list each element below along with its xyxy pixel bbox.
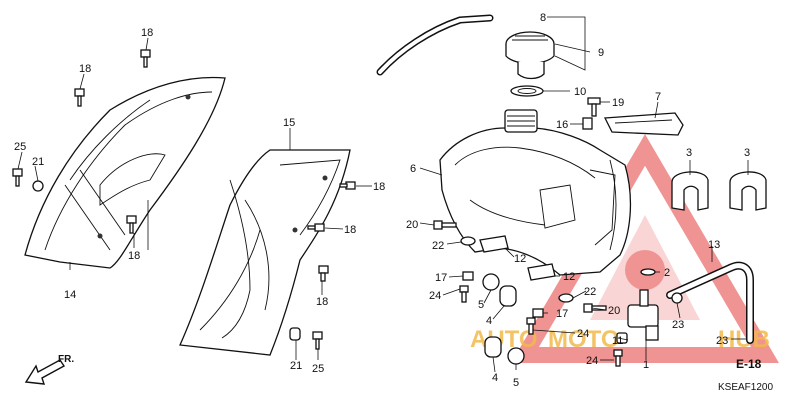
callout-12-b: 12	[563, 271, 575, 283]
bolt-24c-drawing	[613, 349, 623, 367]
bolt-25b-drawing	[312, 331, 323, 350]
collar-17b-drawing	[532, 308, 544, 318]
callout-3-a: 3	[686, 147, 692, 159]
callout-24-b: 24	[577, 328, 589, 340]
front-arrow-label: FR.	[58, 354, 74, 365]
bolt-18a-drawing	[140, 49, 151, 68]
grommet-21a-drawing	[32, 180, 44, 192]
callout-19: 19	[612, 97, 624, 109]
rubber-5a-drawing	[482, 273, 500, 291]
rubber-4a-drawing	[499, 285, 517, 307]
shroud-right-drawing	[179, 149, 351, 356]
diagram-code: KSEAF1200	[718, 382, 773, 393]
clamp-23-drawing	[671, 292, 683, 304]
callout-17-a: 17	[435, 272, 447, 284]
shroud-left-drawing	[24, 76, 226, 269]
callout-5-a: 5	[478, 299, 484, 311]
clip-3b-drawing	[729, 171, 767, 211]
callout-18-c: 18	[128, 250, 140, 262]
washer-11-drawing	[616, 332, 628, 344]
collar-17a-drawing	[462, 271, 474, 281]
fuel-valve-drawing	[627, 289, 659, 341]
breather-hose-drawing	[376, 14, 494, 76]
rubber-4b-drawing	[484, 336, 502, 358]
callout-21-a: 21	[32, 156, 44, 168]
callout-13: 13	[708, 239, 720, 251]
callout-25-b: 25	[312, 363, 324, 375]
watermark-text-hub: HUB	[718, 326, 770, 353]
washer-22b-drawing	[558, 293, 574, 303]
callout-24-c: 24	[586, 355, 598, 367]
fuel-tube-drawing	[666, 261, 754, 344]
stay-12a-drawing	[479, 235, 509, 253]
clip-3a-drawing	[671, 171, 709, 211]
stay-12b-drawing	[527, 263, 556, 281]
fuel-tank-drawing	[439, 109, 632, 276]
cap-seal-inner	[517, 88, 537, 94]
breather-hose-core	[378, 16, 492, 74]
grommet-21b-drawing	[289, 327, 301, 341]
washer-22a-drawing	[460, 236, 476, 246]
callout-18-e: 18	[344, 224, 356, 236]
callout-22-b: 22	[584, 286, 596, 298]
callout-18-d: 18	[373, 181, 385, 193]
leader-lines	[17, 16, 749, 373]
rubber-5b-drawing	[507, 347, 525, 365]
bolt-24a-drawing	[459, 285, 469, 303]
bracket-7-drawing	[603, 112, 684, 136]
watermark-text-moto: MOTO	[548, 326, 620, 353]
callout-20-b: 20	[608, 305, 620, 317]
callout-14: 14	[64, 289, 76, 301]
bolt-25a-drawing	[12, 168, 23, 187]
bolt-19-drawing	[587, 97, 601, 117]
callout-15: 15	[283, 117, 295, 129]
callout-16: 16	[556, 119, 568, 131]
bolt-18e-drawing	[307, 223, 325, 232]
bolt-18d-drawing	[339, 181, 356, 190]
callout-5-b: 5	[513, 377, 519, 389]
callout-1: 1	[643, 359, 649, 371]
bolt-20a-drawing	[433, 220, 457, 230]
collar-16-drawing	[582, 117, 593, 130]
callout-24-a: 24	[429, 290, 441, 302]
callout-4-a: 4	[486, 315, 492, 327]
callout-6: 6	[410, 163, 416, 175]
bolt-18f-drawing	[318, 265, 329, 282]
callout-11: 11	[612, 335, 623, 347]
fuel-cap-drawing	[505, 31, 555, 80]
watermark-text-auto: AUTO	[470, 326, 538, 353]
reference-label: E-18	[736, 357, 762, 371]
callout-21-b: 21	[290, 360, 302, 372]
bolt-18c-drawing	[126, 215, 137, 234]
callout-20-a: 20	[406, 219, 418, 231]
callout-3-b: 3	[744, 147, 750, 159]
bolt-18b-drawing	[74, 88, 85, 107]
callout-4-b: 4	[492, 372, 498, 384]
callout-23-a: 23	[672, 319, 684, 331]
callout-25-a: 25	[14, 141, 26, 153]
callout-9: 9	[598, 47, 604, 59]
callout-22-a: 22	[432, 240, 444, 252]
callout-12-a: 12	[514, 253, 526, 265]
callout-7: 7	[655, 91, 661, 103]
callout-18-b: 18	[79, 63, 91, 75]
callout-8: 8	[540, 12, 546, 24]
washer-2-drawing	[640, 268, 656, 276]
callout-10: 10	[574, 86, 586, 98]
callout-18-a: 18	[141, 27, 153, 39]
cap-seal-drawing	[510, 85, 544, 97]
bolt-24b-drawing	[526, 317, 536, 335]
callout-17-b: 17	[556, 308, 568, 320]
front-arrow-icon	[24, 359, 66, 385]
callout-23-b: 23	[716, 335, 728, 347]
callout-18-f: 18	[316, 296, 328, 308]
callout-2: 2	[664, 267, 670, 279]
